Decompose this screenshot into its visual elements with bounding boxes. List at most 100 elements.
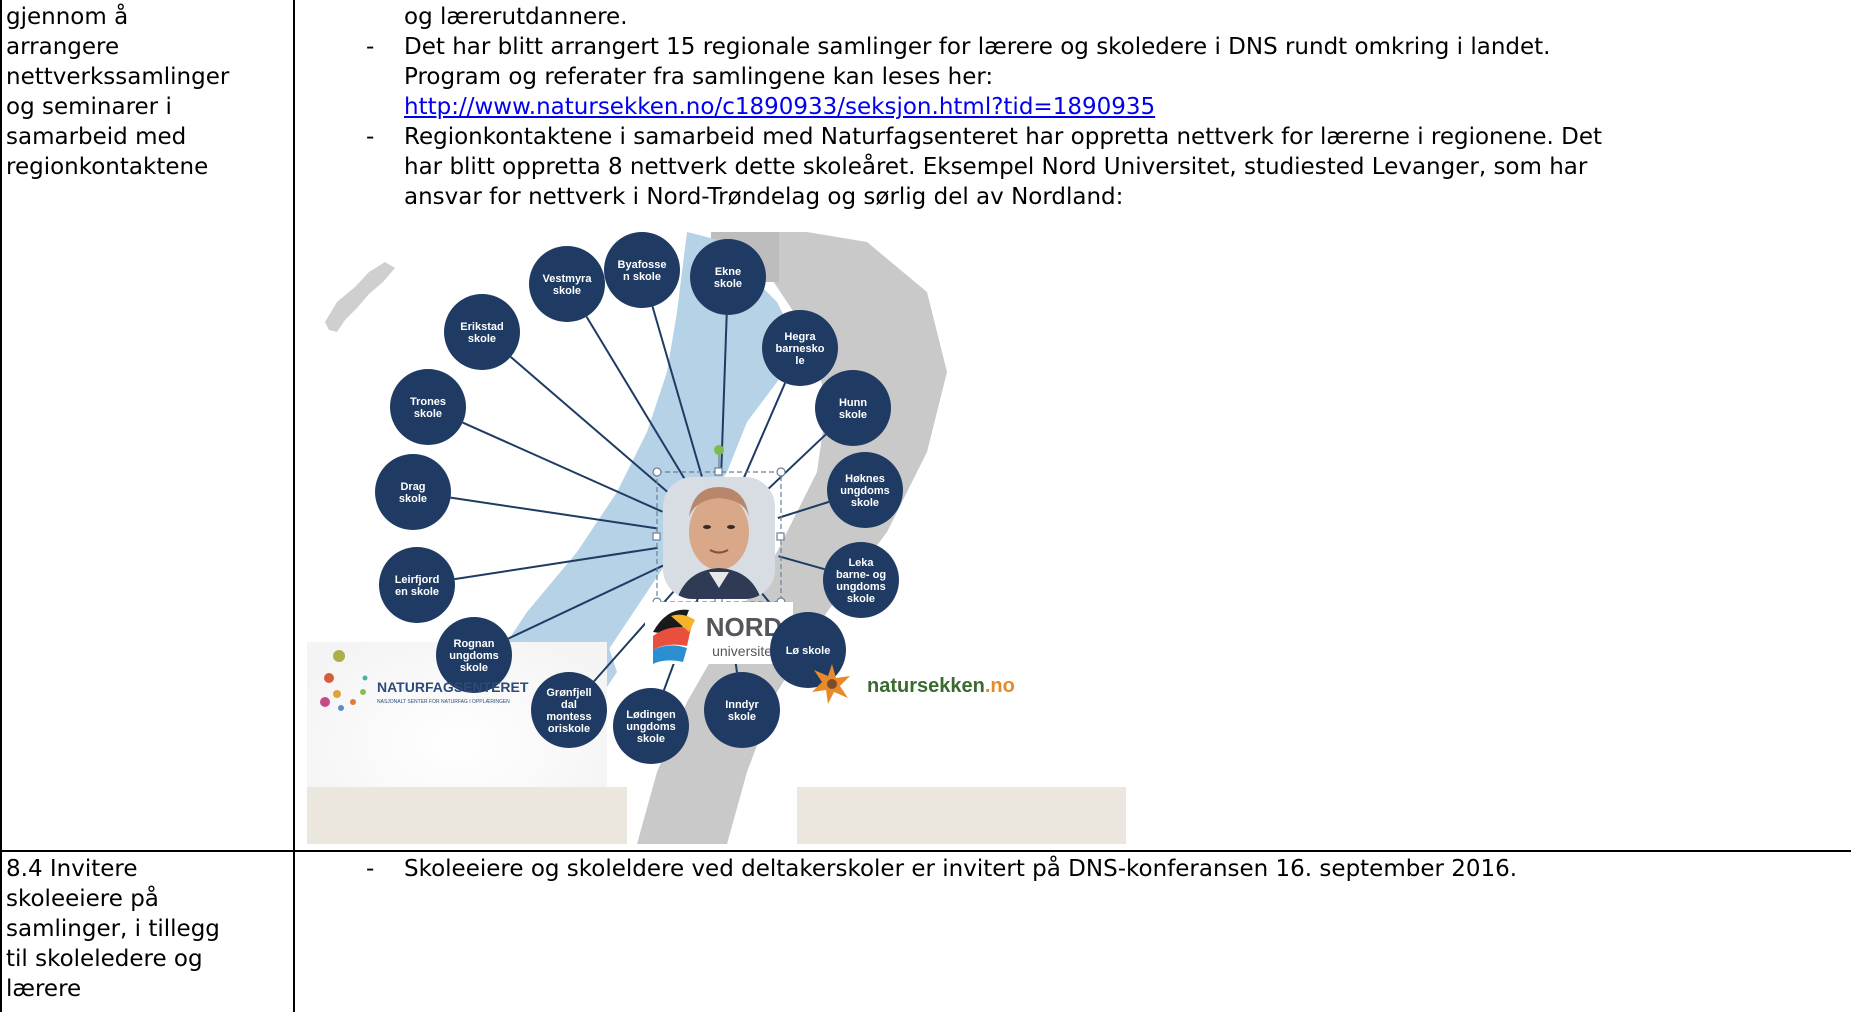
school-node-label: n skole (623, 271, 661, 283)
school-node-label: Hegra (784, 331, 816, 343)
school-node-circle (770, 612, 846, 688)
school-node-circle (823, 542, 899, 618)
school-node-circle (704, 672, 780, 748)
school-node-circle (604, 232, 680, 308)
spoke-line (585, 316, 689, 484)
spoke-line (507, 564, 664, 640)
school-node-circle (379, 547, 455, 623)
naturfagsenteret-logo: NATURFAGSENTERET NASJONALT SENTER FOR NA… (320, 650, 529, 711)
school-node-label: Høknes (845, 473, 885, 485)
spoke-line (742, 382, 787, 480)
bullet2-line2: har blitt oppretta 8 nettverk dette skol… (404, 154, 1588, 180)
school-node-label: Grønfjell (546, 687, 591, 699)
school-node-label: skole (468, 333, 496, 345)
nord-logo-main: NORD (706, 612, 783, 642)
school-node-label: Rognan (454, 638, 495, 650)
school-node-circle (444, 294, 520, 370)
natursekken-logo: natursekken.no (812, 664, 1015, 704)
row2-left-line: samlinger, i tillegg (6, 916, 220, 942)
school-node-label: skole (851, 497, 879, 509)
nord-universitet-logo: NORD universitet (645, 602, 793, 664)
rotate-handle (714, 445, 724, 455)
row1-left-line: regionkontaktene (6, 154, 209, 180)
school-node-label: Hunn (839, 397, 867, 409)
spoke-line (762, 433, 827, 495)
bullet1-line2: Program og referater fra samlingene kan … (404, 64, 994, 90)
row2-bullet1: Skoleeiere og skoleldere ved deltakersko… (404, 856, 1518, 882)
table-column-divider (293, 0, 295, 1012)
school-node-circle (436, 617, 512, 693)
school-node-label: en skole (395, 586, 439, 598)
row2-left-line: 8.4 Invitere (6, 856, 138, 882)
school-node-label: Leka (848, 557, 874, 569)
row1-left-line: arrangere (6, 34, 120, 60)
row1-left-line: gjennom å (6, 4, 129, 30)
bullet2-line1: Regionkontaktene i samarbeid med Naturfa… (404, 124, 1603, 150)
school-node-label: Ekne (715, 266, 741, 278)
row1-left-cell: gjennom å arrangere nettverkssamlinger o… (6, 2, 290, 182)
school-node-circle (529, 246, 605, 322)
school-node-circle (531, 672, 607, 748)
school-node-circle (375, 454, 451, 530)
row2-left-line: til skoleledere og (6, 946, 203, 972)
school-node-label: Erikstad (460, 321, 503, 333)
school-node-label: ungdoms (836, 581, 886, 593)
school-node-label: Drag (400, 481, 425, 493)
natursekken-star-icon (812, 664, 850, 704)
row2-left-cell: 8.4 Invitere skoleeiere på samlinger, i … (6, 854, 290, 1004)
natursekken-link[interactable]: http://www.natursekken.no/c1890933/seksj… (404, 94, 1156, 120)
bottom-band-left (307, 787, 627, 844)
school-node-label: Leirfjord (395, 574, 440, 586)
table-row-divider (0, 850, 1851, 852)
bullet-dash: - (366, 124, 375, 150)
school-node-circle (613, 688, 689, 764)
school-node-label: barne- og (836, 569, 886, 581)
bullet-dash: - (366, 856, 375, 882)
school-node-label: skole (728, 711, 756, 723)
school-node-label: skole (839, 409, 867, 421)
natursekken-logo-text: natursekken.no (867, 675, 1015, 697)
continuation-text: og lærerutdannere. (404, 4, 628, 30)
school-node-label: ungdoms (840, 485, 890, 497)
bullet2-line3: ansvar for nettverk i Nord-Trøndelag og … (404, 184, 1124, 210)
school-node-label: ungdoms (449, 650, 499, 662)
spoke-line (777, 500, 830, 519)
school-node-label: le (795, 355, 804, 367)
school-node-label: Inndyr (725, 699, 759, 711)
norway-inset-map (325, 262, 395, 332)
school-node-label: ungdoms (626, 721, 676, 733)
bullet1-line1: Det har blitt arrangert 15 regionale sam… (404, 34, 1551, 60)
nord-logo-sub: universitet (712, 643, 776, 659)
school-node-label: oriskole (548, 723, 590, 735)
row1-left-line: og seminarer i (6, 94, 172, 120)
row2-left-line: skoleeiere på (6, 886, 159, 912)
row1-left-line: samarbeid med (6, 124, 187, 150)
school-node-label: skole (714, 278, 742, 290)
spoke-line (462, 421, 663, 513)
school-node-label: Byafosse (618, 259, 667, 271)
bullet-dash: - (366, 34, 375, 60)
school-node-label: barnesko (776, 343, 825, 355)
spoke-line (651, 306, 703, 477)
center-photo (663, 477, 775, 599)
spoke-line (450, 496, 658, 530)
spoke-line (778, 555, 825, 571)
school-node-label: skole (637, 733, 665, 745)
